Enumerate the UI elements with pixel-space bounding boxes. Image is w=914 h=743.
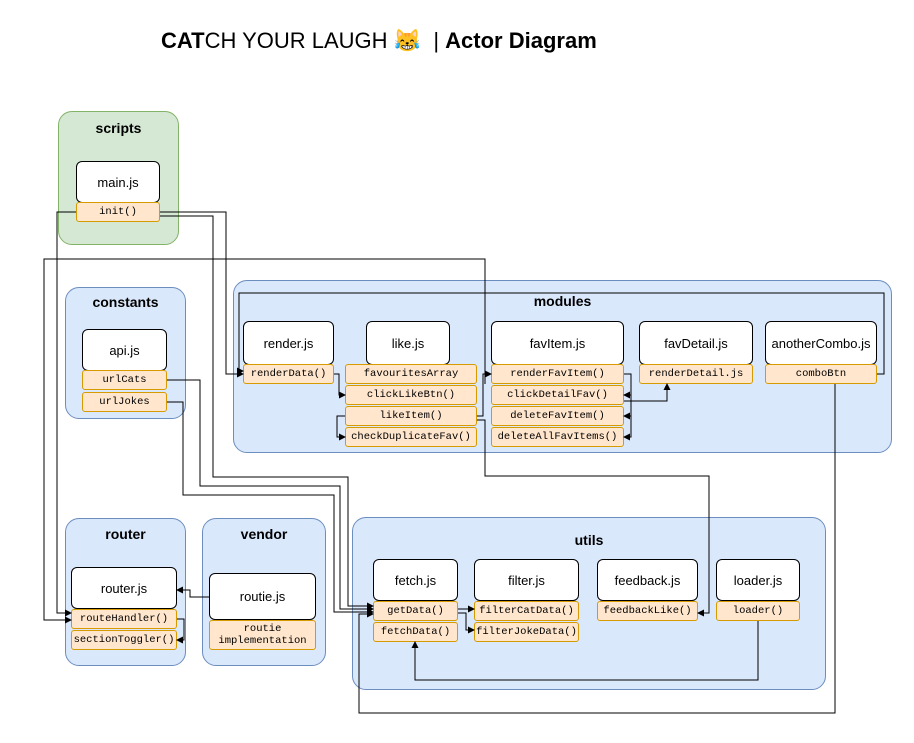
- fn-routehandler[interactable]: routeHandler(): [71, 609, 177, 629]
- file-filter-js[interactable]: filter.js: [474, 559, 579, 601]
- fn-clickdetailfav[interactable]: clickDetailFav(): [491, 385, 624, 405]
- file-fetch-js[interactable]: fetch.js: [373, 559, 458, 601]
- fn-deletefavitem[interactable]: deleteFavItem(): [491, 406, 624, 426]
- fn-deleteallfavitems[interactable]: deleteAllFavItems(): [491, 427, 624, 447]
- file-favdetail-js[interactable]: favDetail.js: [639, 321, 753, 365]
- fn-filtercatdata[interactable]: filterCatData(): [474, 601, 579, 621]
- group-vendor-label: vendor: [240, 526, 288, 542]
- fn-fetchdata[interactable]: fetchData(): [373, 622, 458, 642]
- fn-urlcats[interactable]: urlCats: [82, 370, 167, 390]
- fn-loader[interactable]: loader(): [716, 601, 800, 621]
- fn-sectiontoggler[interactable]: sectionToggler(): [71, 630, 177, 650]
- fn-favouritesarray[interactable]: favouritesArray: [345, 364, 477, 384]
- group-utils-label: utils: [574, 532, 604, 548]
- file-api-js[interactable]: api.js: [82, 329, 167, 371]
- diagram-title: CATCH YOUR LAUGH 😹 | Actor Diagram: [161, 28, 597, 54]
- file-favitem-js[interactable]: favItem.js: [491, 321, 624, 365]
- fn-feedbacklike[interactable]: feedbackLike(): [597, 601, 698, 621]
- file-router-js[interactable]: router.js: [71, 567, 177, 609]
- file-like-js[interactable]: like.js: [366, 321, 450, 365]
- file-feedback-js[interactable]: feedback.js: [597, 559, 698, 601]
- group-constants-label: constants: [92, 294, 159, 310]
- fn-renderdata[interactable]: renderData(): [243, 364, 334, 384]
- file-routie-js[interactable]: routie.js: [209, 573, 316, 620]
- fn-renderfavitem[interactable]: renderFavItem(): [491, 364, 624, 384]
- fn-likeitem[interactable]: likeItem(): [345, 406, 477, 426]
- title-separator: |: [433, 28, 440, 53]
- group-scripts-label: scripts: [95, 120, 142, 136]
- fn-clicklikebtn[interactable]: clickLikeBtn(): [345, 385, 477, 405]
- fn-init[interactable]: init(): [76, 202, 160, 222]
- laughing-cat-icon: 😹: [393, 28, 422, 53]
- fn-urljokes[interactable]: urlJokes: [82, 392, 167, 412]
- title-bold-part: CAT: [161, 28, 205, 53]
- title-rest: CH YOUR LAUGH: [204, 28, 388, 53]
- fn-routie-implementation[interactable]: routie implementation: [209, 620, 316, 650]
- fn-combobtn[interactable]: comboBtn: [765, 364, 877, 384]
- group-router-label: router: [105, 526, 146, 542]
- fn-getdata[interactable]: getData(): [373, 601, 458, 621]
- file-anothercombo-js[interactable]: anotherCombo.js: [765, 321, 877, 365]
- file-render-js[interactable]: render.js: [243, 321, 334, 365]
- title-subtitle: Actor Diagram: [445, 28, 597, 53]
- file-main-js[interactable]: main.js: [76, 161, 160, 203]
- file-loader-js[interactable]: loader.js: [716, 559, 800, 601]
- fn-checkduplicatefav[interactable]: checkDuplicateFav(): [345, 427, 477, 447]
- fn-filterjokedata[interactable]: filterJokeData(): [474, 622, 579, 642]
- fn-renderdetail[interactable]: renderDetail.js: [639, 364, 753, 384]
- group-modules-label: modules: [533, 293, 592, 309]
